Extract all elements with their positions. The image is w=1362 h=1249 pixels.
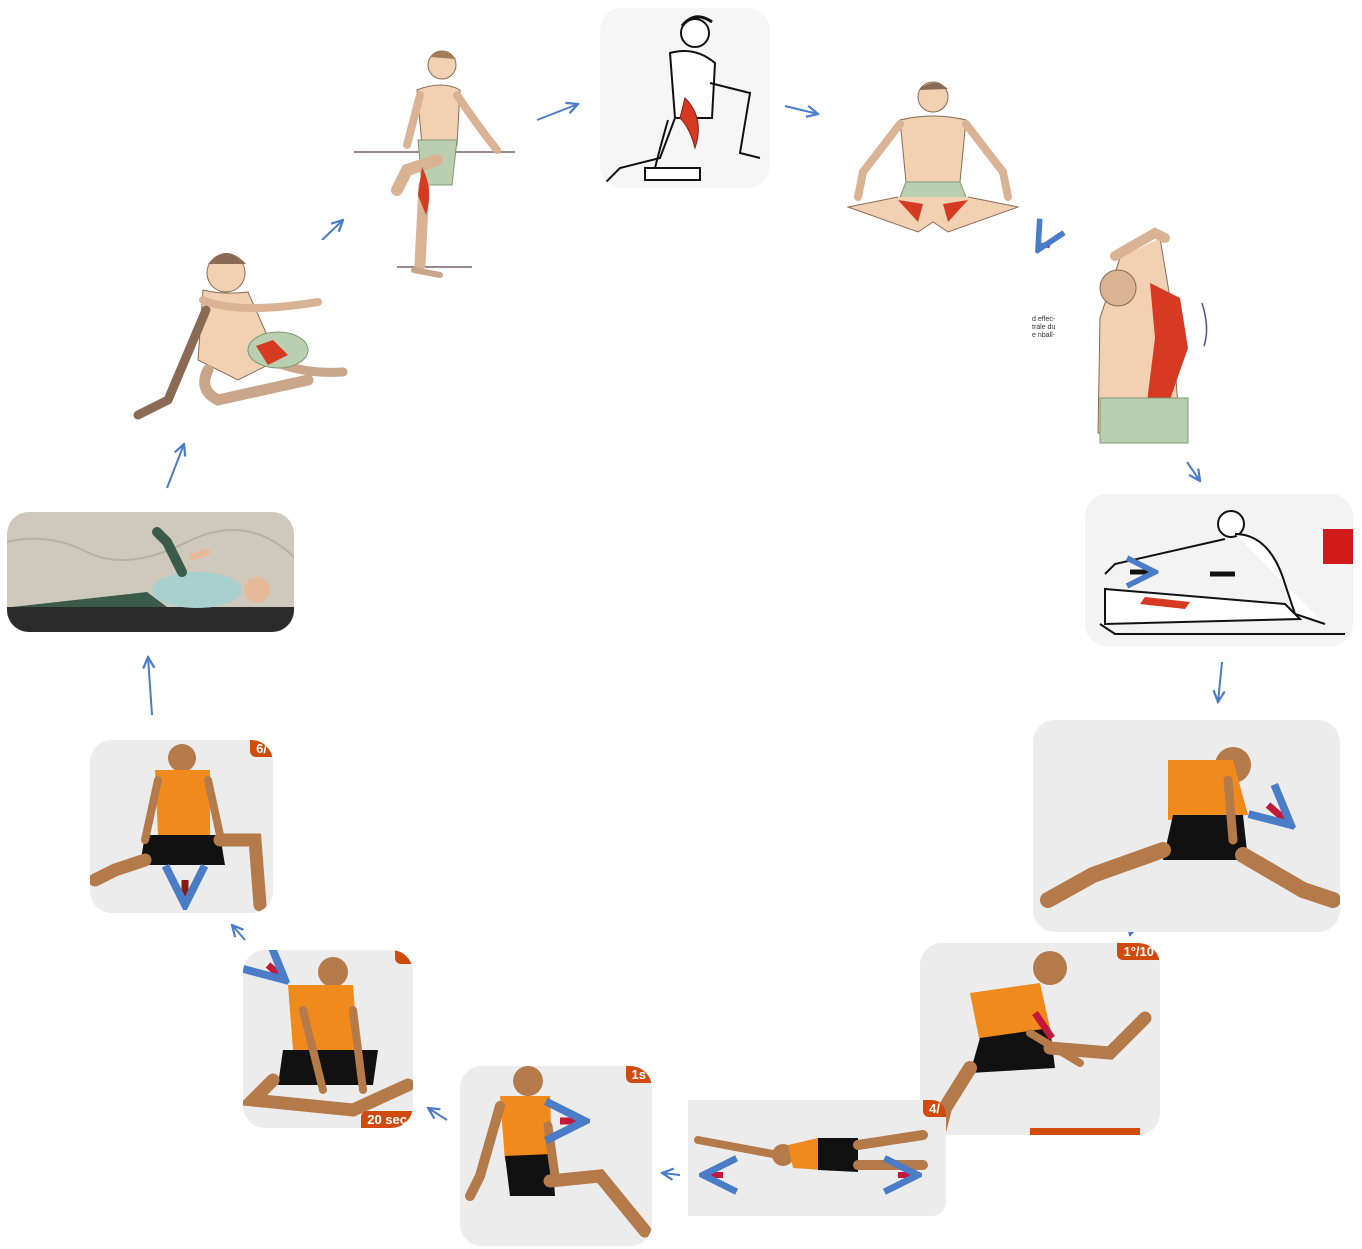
arrow-icon [428,1108,447,1120]
stretch-side-lunge-3d: 6/ [90,740,273,913]
stretch-standing-quad-illustration [352,45,517,285]
stretch-seated-hurdler-3d: 1°/10 [920,943,1160,1135]
arrow-icon [537,104,578,120]
stretch-knee-to-chest-photo [7,512,294,632]
arrow-icon [1218,662,1222,702]
stretch-butterfly-illustration [838,72,1023,247]
exercise-step-badge [395,950,413,964]
arrow-icon [167,444,184,488]
arrow-icon [148,657,152,715]
exercise-step-badge: 1s [626,1066,652,1083]
arrow-icon [1187,462,1200,481]
stretch-seated-forward-bend-illustration [1085,494,1353,646]
stretch-supine-full-body-3d: 4/ [688,1100,946,1216]
stretch-straddle-reach-3d [1033,720,1340,932]
stretch-butterfly-3d: 20 sec [243,950,413,1128]
exercise-step-badge: 1°/10 [1117,943,1160,960]
stretch-standing-side-bend-illustration: d effec- trale du e nball- [1030,218,1222,446]
arrow-icon [232,925,245,940]
arrow-icon [662,1173,680,1175]
arrow-icon [785,106,818,114]
exercise-step-badge: 6/ [250,740,273,757]
side-bend-caption-line: trale du [1032,324,1055,332]
stretch-kneeling-hip-flexor-illustration [600,8,770,188]
exercise-duration-badge: 20 sec [361,1111,413,1128]
side-bend-caption-line: e nball- [1032,332,1055,340]
side-bend-caption-line: d effec- [1032,316,1055,324]
stretch-seated-spinal-twist-3d: 1s [460,1066,652,1246]
arrow-icon [322,220,343,240]
exercise-step-badge: 4/ [923,1100,946,1117]
stretch-seated-twist-illustration [128,240,353,425]
